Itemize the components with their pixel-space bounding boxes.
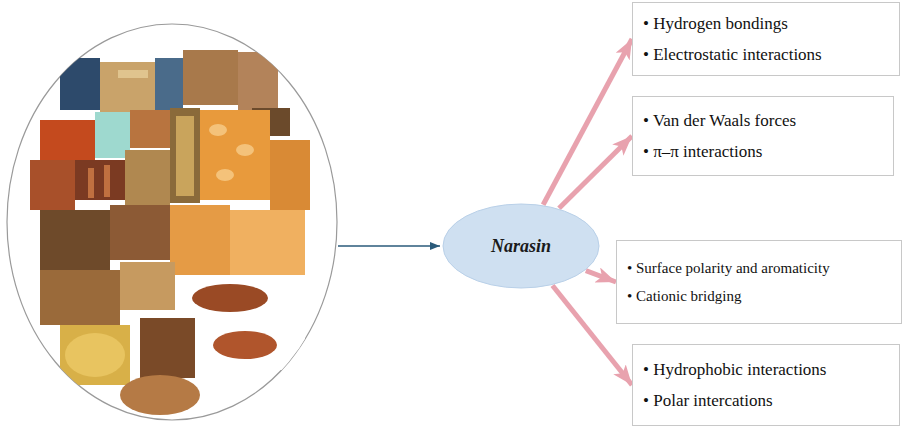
pink-arrow xyxy=(559,136,632,208)
pink-arrow xyxy=(586,271,616,282)
bullet-item: • Cationic bridging xyxy=(627,285,891,308)
interaction-box: • Hydrophobic interactions • Polar interc… xyxy=(632,344,900,426)
collage-outline xyxy=(7,24,337,420)
flow-arrow xyxy=(338,245,440,247)
bullet-item: • Hydrogen bondings xyxy=(643,11,889,37)
interaction-box: • Van der Waals forces • π–π interactions xyxy=(632,96,894,176)
bullet-item: • Surface polarity and aromaticity xyxy=(627,257,891,280)
bullet-item: • Electrostatic interactions xyxy=(643,42,889,68)
ellipse-fill xyxy=(443,204,599,288)
node-title: Narasin xyxy=(491,236,551,257)
interaction-box: • Hydrogen bondings • Electrostatic inter… xyxy=(632,2,900,76)
bullet-item: • Van der Waals forces xyxy=(643,108,883,134)
collage-photos xyxy=(30,50,310,415)
bullet-item: • Polar intercations xyxy=(643,388,889,414)
interaction-box: • Surface polarity and aromaticity • Cati… xyxy=(616,240,902,324)
compound-ellipse: Narasin xyxy=(442,203,600,289)
bullet-item: • π–π interactions xyxy=(643,139,883,165)
bullet-item: • Hydrophobic interactions xyxy=(643,357,889,383)
